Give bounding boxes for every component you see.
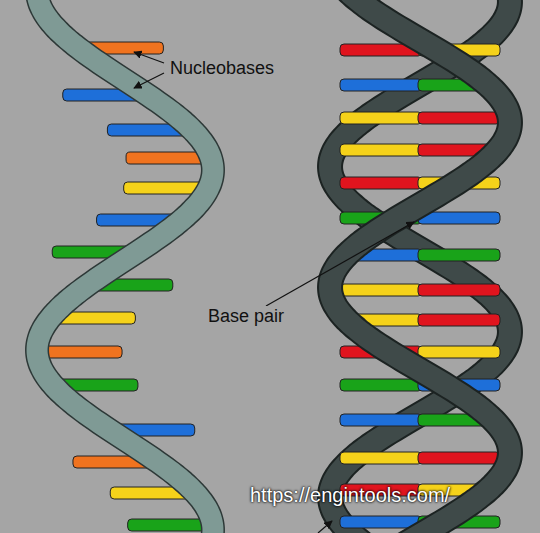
nucleobase bbox=[340, 177, 422, 189]
leader-line bbox=[134, 73, 164, 88]
nucleobase bbox=[340, 379, 422, 391]
backbone-ribbon bbox=[330, 0, 510, 533]
nucleobase bbox=[418, 346, 500, 358]
backbone-outline bbox=[330, 0, 510, 533]
back-backbone bbox=[330, 0, 510, 533]
front-backbone bbox=[330, 0, 510, 533]
nucleobase bbox=[340, 79, 422, 91]
leader-line bbox=[134, 52, 164, 63]
base-pair bbox=[340, 112, 500, 124]
backbone-ribbon bbox=[330, 0, 510, 533]
nucleobase bbox=[340, 452, 422, 464]
leader-line bbox=[266, 222, 414, 306]
base-pairs bbox=[340, 44, 500, 528]
backbone-ribbon bbox=[37, 0, 213, 533]
single-strand-backbone bbox=[37, 0, 213, 533]
backbone-outline bbox=[330, 0, 510, 533]
base-pair bbox=[340, 284, 500, 296]
watermark: https://engintools.com/ bbox=[248, 484, 452, 507]
nucleobase bbox=[418, 452, 500, 464]
nucleobase bbox=[418, 249, 500, 261]
nucleobase bbox=[340, 144, 422, 156]
callout-label: Base pair bbox=[206, 306, 286, 327]
nucleobase bbox=[418, 112, 500, 124]
callout-label: Nucleobases bbox=[168, 58, 276, 79]
nucleobase bbox=[340, 284, 422, 296]
base-pair bbox=[340, 452, 500, 464]
nucleobase bbox=[418, 284, 500, 296]
leader-line bbox=[318, 521, 332, 533]
nucleobase bbox=[340, 414, 422, 426]
nucleobase bbox=[37, 346, 122, 358]
backbone-outline bbox=[37, 0, 213, 533]
nucleobase bbox=[418, 314, 500, 326]
nucleobase bbox=[340, 112, 422, 124]
